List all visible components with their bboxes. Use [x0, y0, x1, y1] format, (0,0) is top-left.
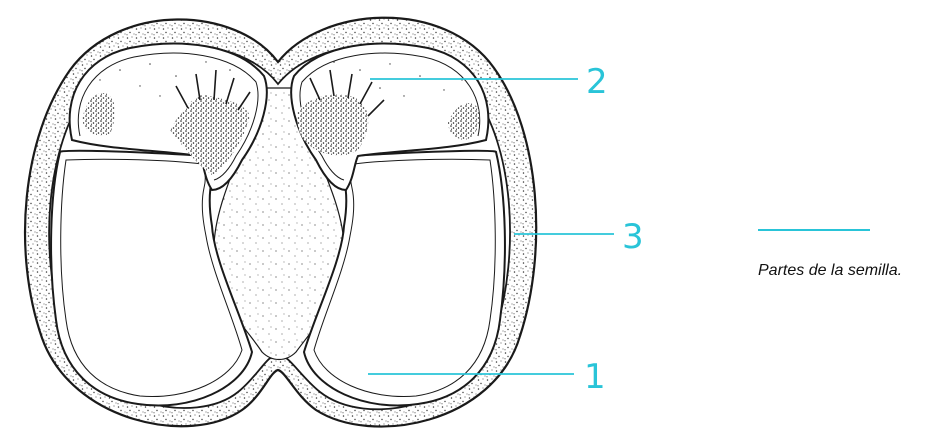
- callout-number-3: 3: [622, 217, 644, 257]
- callout-number-2: 2: [586, 62, 608, 102]
- caption-rule: [758, 229, 870, 231]
- callout-number-1: 1: [584, 357, 606, 397]
- figure-caption: Partes de la semilla.: [758, 262, 902, 280]
